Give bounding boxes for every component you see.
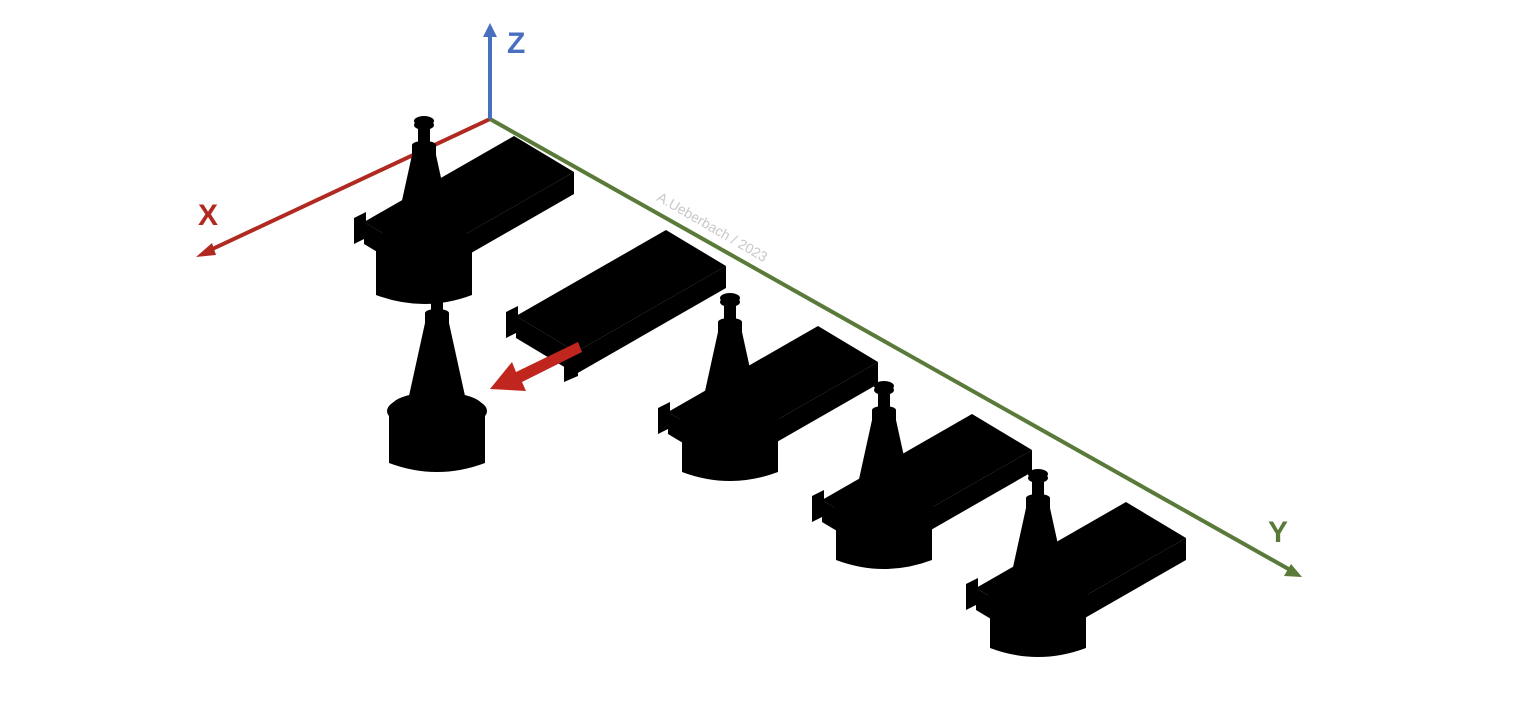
axis-y: Y <box>489 117 1302 577</box>
axis-x-label: X <box>198 199 218 232</box>
fork-holder-2-empty <box>506 230 726 382</box>
tool-holder-removed <box>387 284 487 479</box>
axis-z: Z <box>483 23 525 119</box>
removal-direction-arrow <box>490 342 582 391</box>
axis-y-arrowhead <box>1284 564 1302 577</box>
axis-z-label: Z <box>507 27 525 60</box>
removal-arrow-shape <box>490 342 582 391</box>
axis-y-line <box>489 117 1293 573</box>
axis-x-line <box>205 117 491 254</box>
axis-x-arrowhead <box>196 243 216 257</box>
axis-y-label: Y <box>1268 516 1288 549</box>
axis-z-arrowhead <box>483 23 497 37</box>
axis-x: X <box>196 117 491 257</box>
